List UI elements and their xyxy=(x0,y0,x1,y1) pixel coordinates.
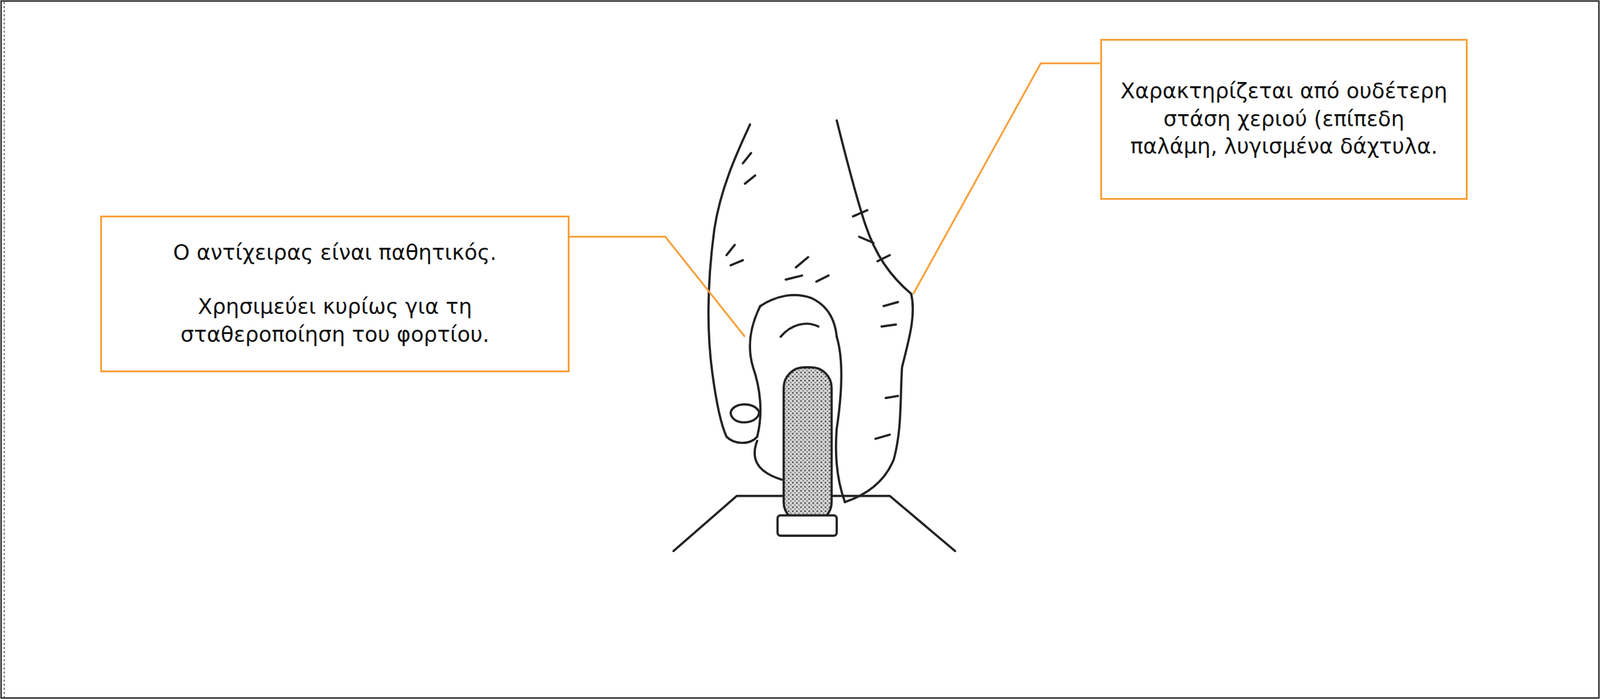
callout-box: Χαρακτηρίζεται από ουδέτερη στάση χεριού… xyxy=(1100,38,1468,200)
button-stick xyxy=(783,367,832,523)
callout-box: Ο αντίχειρας είναι παθητικός. Χρησιμεύει … xyxy=(100,215,570,373)
frame-edge xyxy=(3,1,5,697)
callout-text: Ο αντίχειρας είναι παθητικός. xyxy=(173,239,497,268)
button-base xyxy=(777,515,837,537)
callout-text: Χρησιμεύει κυρίως για τη σταθεροποίηση τ… xyxy=(119,293,551,349)
leader-line xyxy=(569,236,746,338)
callout-text: Χαρακτηρίζεται από ουδέτερη στάση χεριού… xyxy=(1119,77,1449,161)
leader-line xyxy=(913,63,1100,294)
hand-sketch xyxy=(673,120,956,551)
